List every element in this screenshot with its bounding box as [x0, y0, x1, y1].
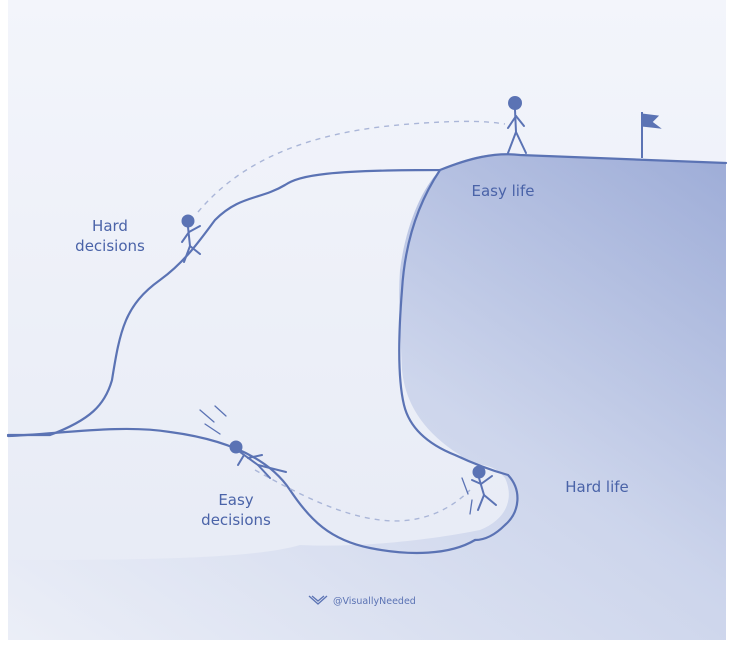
label-hard-decisions-line2: decisions [75, 237, 145, 255]
flag-icon [641, 112, 662, 158]
path-arc-bottom [254, 469, 471, 522]
visually-needed-logo-icon [308, 595, 328, 605]
watermark-text: @VisuallyNeeded [333, 596, 416, 607]
label-hard-decisions-line1: Hard [92, 217, 128, 235]
label-hard-life: Hard life [565, 478, 629, 496]
hard-life-wall [398, 168, 519, 542]
stick-figure-icon [199, 405, 287, 479]
label-easy-life: Easy life [472, 182, 535, 200]
label-easy-decisions-line2: decisions [201, 511, 271, 529]
label-easy-decisions-line1: Easy [218, 491, 253, 509]
easy-decisions-slope [6, 427, 477, 555]
stick-figure-icon [507, 96, 527, 154]
stick-figure-icon [461, 465, 497, 515]
cliff-easy-life [8, 153, 726, 640]
stick-figure-icon [181, 214, 201, 263]
